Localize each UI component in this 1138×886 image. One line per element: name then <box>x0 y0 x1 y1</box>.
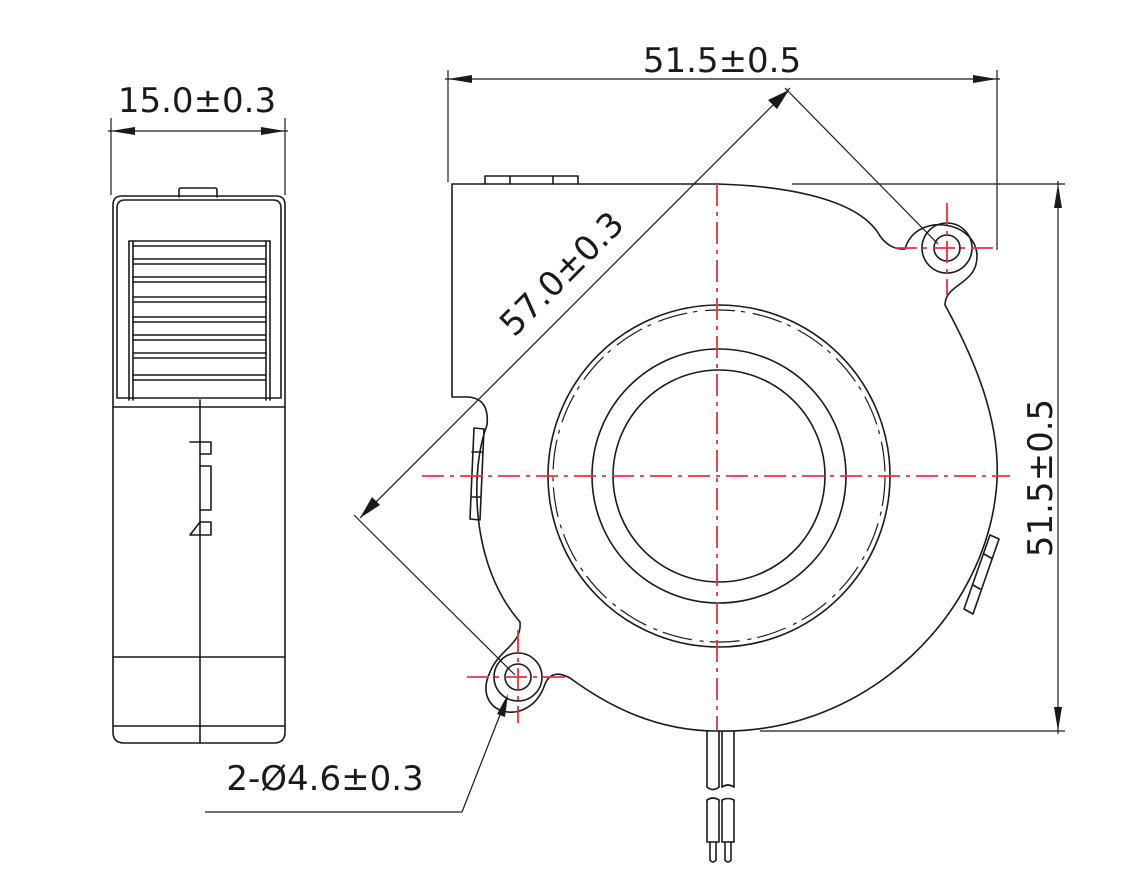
side-body-outline <box>112 195 286 744</box>
arrow-head <box>448 75 472 83</box>
extension-line <box>784 87 939 245</box>
left-rib <box>469 427 485 521</box>
side-view: 15.0±0.3 <box>108 81 288 744</box>
arrow-head <box>360 497 380 518</box>
housing-top-tab <box>484 175 579 185</box>
callout-leader <box>461 696 508 813</box>
side-clip <box>189 441 212 536</box>
housing-outline <box>451 183 999 732</box>
arrow-head <box>497 694 508 717</box>
arrow-head <box>768 90 789 109</box>
mount-hole-callout: 2-Ø4.6±0.3 <box>226 759 423 799</box>
top-tab <box>178 187 218 198</box>
lead-wires <box>706 730 735 863</box>
mount-hole-outer <box>493 652 543 702</box>
arrow-head <box>1054 184 1062 208</box>
arrow-head <box>973 75 997 83</box>
outlet-frame <box>116 199 282 399</box>
front-width-dimension: 51.5±0.5 <box>643 41 801 81</box>
diagonal-dimension: 57.0±0.3 <box>492 204 632 344</box>
outlet-grille <box>128 240 271 401</box>
front-view: 51.5±0.5 51.5±0.5 57.0±0.3 <box>205 41 1065 863</box>
right-rib <box>963 534 1000 615</box>
front-height-dimension: 51.5±0.5 <box>1021 399 1061 557</box>
arrow-head <box>261 127 285 135</box>
extension-line <box>353 514 516 676</box>
diagonal-dimension-line <box>359 87 791 519</box>
arrow-head <box>1054 707 1062 731</box>
arrow-head <box>111 127 135 135</box>
side-width-dimension: 15.0±0.3 <box>118 81 276 121</box>
